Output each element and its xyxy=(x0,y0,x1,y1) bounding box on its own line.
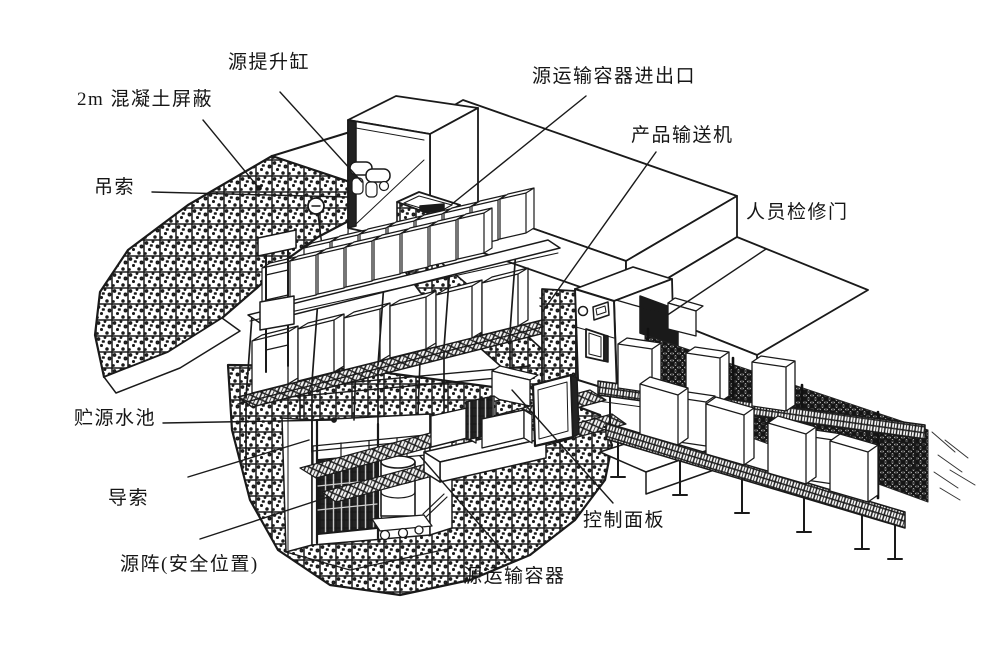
passage-box xyxy=(667,297,704,337)
sketch-fade xyxy=(931,431,976,501)
label-source-container-port: 源运输容器进出口 xyxy=(532,66,697,87)
leader-container-port xyxy=(451,95,587,205)
leader-hoist-cable xyxy=(151,191,348,198)
leader-lines xyxy=(151,91,767,563)
label-personnel-access-door: 人员检修门 xyxy=(746,202,849,223)
leader-storage-pool xyxy=(162,419,334,424)
personnel-door xyxy=(585,328,609,363)
leader-transport-container xyxy=(419,455,513,563)
label-control-panel: 控制面板 xyxy=(583,510,666,531)
label-source-rack-safe-position: 源阵(安全位置) xyxy=(120,554,259,575)
leader-product-conveyor xyxy=(542,151,657,312)
leader-concrete-shield xyxy=(202,119,259,188)
leader-source-hoist xyxy=(279,91,363,183)
indicator-lamp xyxy=(577,305,589,317)
leader-personnel-door xyxy=(662,248,767,319)
hoist-mast xyxy=(257,229,297,373)
pool-left-wall xyxy=(281,417,313,553)
label-source-storage-pool: 贮源水池 xyxy=(74,408,157,429)
label-concrete-shield: 2m 混凝土屏蔽 xyxy=(77,89,214,110)
exit-boxes xyxy=(423,365,547,483)
leader-guide-cable xyxy=(187,439,310,478)
label-source-transport-container: 源运输容器 xyxy=(463,566,566,587)
leader-source-rack xyxy=(199,496,329,540)
product-conveyor-lines xyxy=(597,337,976,560)
control-panel-console xyxy=(531,373,580,448)
label-hoist-cable: 吊索 xyxy=(94,177,136,198)
label-guide-cable: 导索 xyxy=(108,488,150,509)
label-product-conveyor: 产品输送机 xyxy=(631,125,734,146)
leader-control-panel xyxy=(511,389,614,504)
label-source-hoist-cylinder: 源提升缸 xyxy=(228,52,311,73)
